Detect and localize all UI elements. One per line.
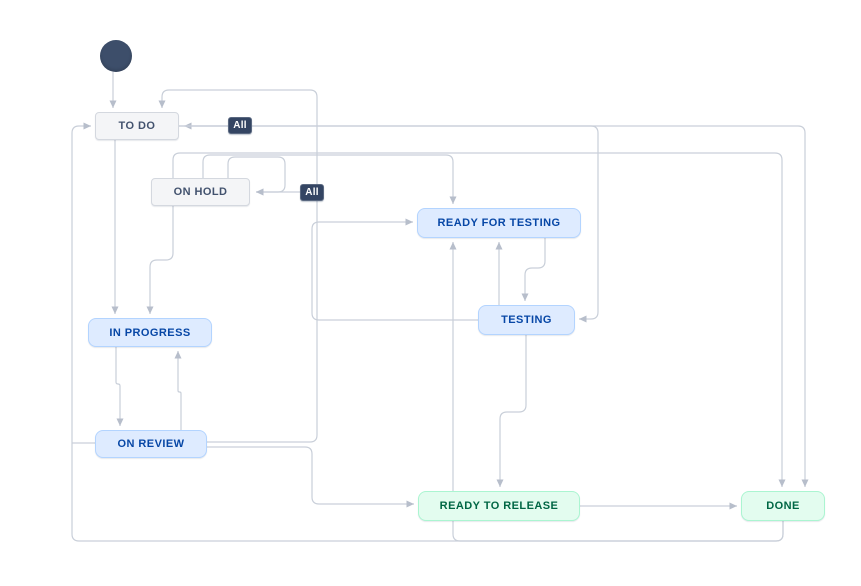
status-on-review[interactable]: ON REVIEW xyxy=(95,430,207,458)
status-on-hold[interactable]: ON HOLD xyxy=(151,178,250,206)
all-transitions-badge-todo[interactable]: All xyxy=(228,117,252,134)
transition-ready-for-testing-to-testing[interactable] xyxy=(521,238,546,301)
transition-on-hold-to-done[interactable] xyxy=(172,152,786,487)
all-transitions-badge-on-hold[interactable]: All xyxy=(300,184,324,201)
transition-on-review-to-todo[interactable] xyxy=(158,89,318,443)
transition-testing-to-ready-for-testing[interactable] xyxy=(311,218,478,321)
status-testing[interactable]: TESTING xyxy=(478,305,575,335)
status-ready-to-release[interactable]: READY TO RELEASE xyxy=(418,491,580,521)
initial-node[interactable] xyxy=(100,40,132,72)
transition-testing-to-ready-to-release[interactable] xyxy=(496,335,527,487)
transition-on-hold-to-in-progress[interactable] xyxy=(146,206,174,314)
status-in-progress[interactable]: IN PROGRESS xyxy=(88,318,212,347)
transition-on-hold-to-on-hold[interactable] xyxy=(227,156,286,196)
status-ready-for-testing[interactable]: READY FOR TESTING xyxy=(417,208,581,238)
transition-todo-to-testing[interactable] xyxy=(179,125,599,323)
transition-on-review-to-ready-to-release[interactable] xyxy=(207,446,414,508)
transition-on-review-to-in-progress[interactable] xyxy=(174,351,182,430)
status-done[interactable]: DONE xyxy=(741,491,825,521)
transition-done-to-ready-for-testing[interactable] xyxy=(449,242,784,542)
transition-in-progress-to-on-review[interactable] xyxy=(115,347,124,426)
status-todo[interactable]: TO DO xyxy=(95,112,179,140)
transition-on-hold-to-ready-for-testing[interactable] xyxy=(202,154,457,204)
transition-todo-to-done[interactable] xyxy=(179,125,809,487)
